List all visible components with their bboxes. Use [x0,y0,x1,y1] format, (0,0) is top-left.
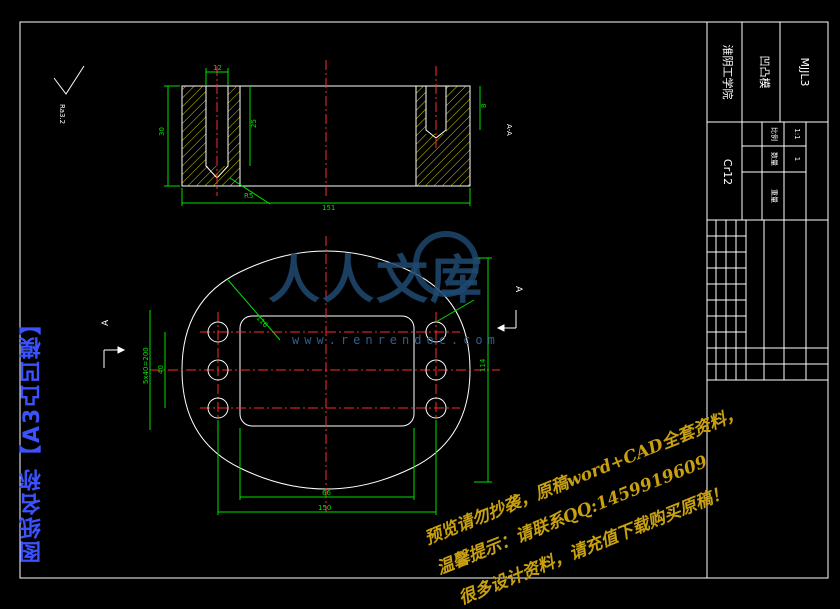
material: Cr12 [721,159,734,185]
plan-view: 66 150 114 5x40=200 40 116 A A [101,231,523,515]
scale-label: 比例 [770,127,779,141]
title-block [706,21,829,579]
hole-l1 [207,321,229,343]
watermark-logo: 人人文库 [268,250,485,311]
hole-l2 [207,359,229,381]
section-arrow-left: A [101,319,126,368]
section-dimensions [164,68,481,206]
title-block-text: 淮阴工学院 凹凸模 MJJL3 Cr12 比例 1:1 数量 1 重量 [721,45,811,204]
arrow-left-label: A [101,319,111,326]
qty-value: 1 [793,157,801,161]
dim-slot: R5 [244,192,253,200]
watermark-url: www.renrendoc.com [292,333,500,347]
arrow-right-label: A [513,286,523,293]
plan-dimensions [149,257,492,515]
watermark-logo-ring [413,231,479,297]
dim-inner-width: 66 [322,489,331,497]
dim-top-width: 151 [322,204,335,212]
weight-label: 重量 [770,189,778,203]
dim-inner-width-total: 150 [318,504,331,512]
hole-r3 [425,397,447,419]
center-slot [239,315,415,427]
dim-outer-height: 114 [479,358,487,372]
part-name: 凹凸模 [758,56,771,89]
dim-hole-pitch-total: 5x40=200 [142,347,150,384]
hole-l3 [207,397,229,419]
roughness-symbol: Ra3.2 [53,65,85,124]
drawing-number: MJJL3 [798,57,811,86]
sheet-name-label: 图纸名称【A3凸凹模】 [20,310,45,564]
dim-hole-pitch: 40 [157,365,165,374]
section-centerlines [216,60,437,198]
section-label: A-A [505,124,513,136]
school-name: 淮阴工学院 [721,45,735,100]
dim-top-height: 30 [158,127,166,136]
hole-r2 [425,359,447,381]
dim-dia-12: 12 [213,64,222,72]
roughness-label: Ra3.2 [58,104,66,124]
scale-value: 1:1 [793,128,801,139]
qty-label: 数量 [770,152,779,166]
section-dim-text: 151 30 12 25 8 R5 [158,64,488,212]
cad-drawing-canvas: 淮阴工学院 凹凸模 MJJL3 Cr12 比例 1:1 数量 1 重量 Ra3.… [19,21,829,579]
section-arrow-right: A [496,286,523,332]
section-view: 151 30 12 25 8 R5 A-A [158,60,513,212]
dim-dia-8: 8 [480,104,488,108]
dim-hole-depth: 25 [250,119,258,128]
